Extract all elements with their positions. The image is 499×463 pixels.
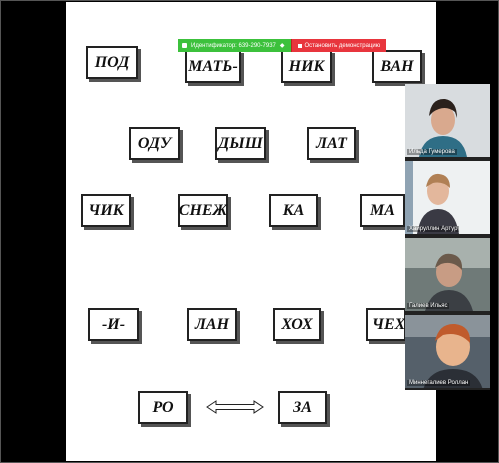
card-label: МА — [370, 201, 395, 219]
meeting-id-text: Идентификатор: 639-290-7937 — [191, 42, 276, 49]
participant-name: Хайруллин Артур — [407, 226, 460, 232]
participant-video-panel: Ильда Гумерова Хайруллин Артур Галиев Ил… — [405, 84, 490, 390]
card-label: -И- — [101, 315, 126, 333]
card-label: ВАН — [380, 57, 414, 75]
video-tile[interactable]: Ильда Гумерова — [405, 84, 490, 157]
card-label: НИК — [288, 57, 325, 75]
word-card: НИК — [281, 50, 332, 83]
word-card: -И- — [88, 308, 139, 341]
card-label: ХОХ — [281, 315, 313, 333]
word-card: МАТЬ- — [185, 50, 241, 83]
video-tile[interactable]: Миннегалиев Роллан — [405, 315, 490, 388]
participant-video — [405, 84, 490, 157]
meeting-id-badge[interactable]: Идентификатор: 639-290-7937 ◆ — [178, 39, 291, 52]
word-card: КА — [269, 194, 318, 227]
participant-video — [405, 161, 490, 234]
card-label: ОДУ — [137, 134, 172, 152]
card-label: ЛАН — [194, 315, 230, 333]
card-label: СНЕЖ — [178, 201, 228, 219]
lock-icon: ◆ — [279, 43, 285, 49]
word-card: МА — [360, 194, 405, 227]
participant-video — [405, 315, 490, 388]
video-tile[interactable]: Галиев Ильяс — [405, 238, 490, 311]
word-card: ВАН — [372, 50, 422, 83]
screen-share-bar: Идентификатор: 639-290-7937 ◆ Остановить… — [178, 39, 387, 52]
signal-icon — [182, 43, 187, 48]
participant-name: Ильда Гумерова — [407, 149, 457, 155]
word-card: ЧИК — [81, 194, 131, 227]
stop-share-label: Остановить демонстрацию — [304, 42, 381, 49]
participant-name: Галиев Ильяс — [407, 303, 450, 309]
word-card: РО — [138, 391, 188, 424]
word-card: ЛАН — [187, 308, 237, 341]
card-label: ЗА — [293, 398, 312, 416]
word-card: СНЕЖ — [178, 194, 228, 227]
card-label: ДЫШ — [218, 134, 263, 152]
card-label: ЧИК — [88, 201, 124, 219]
double-arrow-icon — [206, 400, 264, 414]
stop-share-button[interactable]: Остановить демонстрацию — [290, 39, 387, 52]
card-label: КА — [282, 201, 305, 219]
card-label: ЧЕХА — [372, 315, 416, 333]
word-card: ХОХ — [273, 308, 321, 341]
card-label: РО — [152, 398, 174, 416]
participant-video — [405, 238, 490, 311]
word-card: ОДУ — [129, 127, 180, 160]
card-label: ПОД — [94, 53, 130, 71]
video-tile[interactable]: Хайруллин Артур — [405, 161, 490, 234]
word-card: ЧЕХА — [366, 308, 416, 341]
word-card: ЛАТ — [307, 127, 356, 160]
word-card: ЗА — [278, 391, 327, 424]
card-label: МАТЬ- — [188, 57, 238, 75]
shared-slide: ПОД МАТЬ- НИК ВАН ОДУ ДЫШ ЛАТ ЧИК СНЕЖ К… — [66, 2, 436, 461]
word-card: ДЫШ — [215, 127, 266, 160]
participant-name: Миннегалиев Роллан — [407, 380, 471, 386]
stop-icon — [297, 43, 302, 48]
word-card: ПОД — [86, 46, 138, 79]
card-label: ЛАТ — [316, 134, 347, 152]
